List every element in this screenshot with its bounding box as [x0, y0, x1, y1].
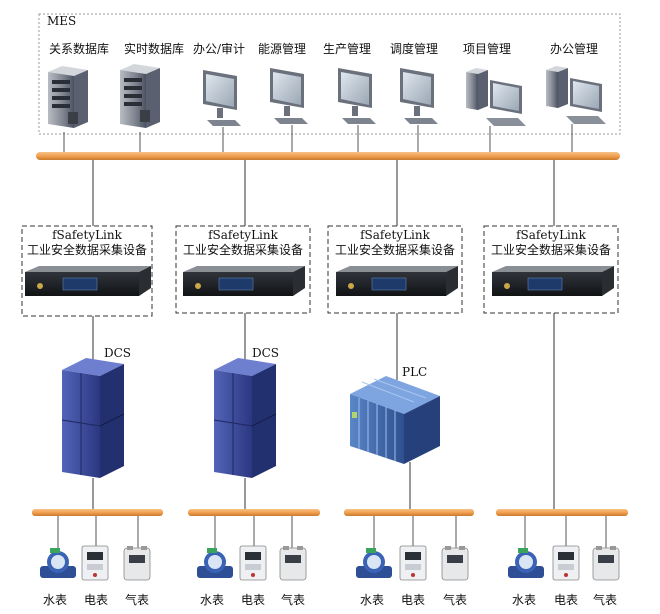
- mes-label: MES: [47, 14, 76, 28]
- field-bus: [496, 509, 628, 516]
- controller-label: PLC: [402, 365, 427, 379]
- meter-label: 水表: [200, 593, 224, 607]
- dcs-cabinet-icon: [213, 358, 277, 478]
- workstation-icon: [466, 68, 526, 126]
- electric-meter-icon: [81, 545, 109, 581]
- top-network-bus: [36, 152, 620, 160]
- mes-system-label: 能源管理: [258, 41, 306, 56]
- collector-device: fSafetyLink 工业安全数据采集设备: [21, 225, 153, 317]
- meter-label: 气表: [281, 592, 305, 607]
- gas-meter-icon: [592, 546, 620, 581]
- gas-meter-icon: [123, 546, 151, 581]
- workstation-icon: [546, 66, 606, 124]
- collector-name: fSafetyLink: [516, 228, 586, 242]
- mes-system-label: 关系数据库: [49, 41, 109, 56]
- trunk-lines: [92, 160, 555, 512]
- water-meter-icon: [40, 548, 76, 578]
- controller-label: DCS: [252, 346, 279, 360]
- collector-desc: 工业安全数据采集设备: [491, 242, 611, 257]
- mes-system-label: 实时数据库: [124, 41, 184, 56]
- mes-region: [38, 13, 621, 135]
- meter-label: 电表: [241, 593, 265, 607]
- collector-desc: 工业安全数据采集设备: [335, 242, 455, 257]
- server-icon: [120, 64, 160, 128]
- server-icon: [48, 66, 88, 128]
- collector-name: fSafetyLink: [52, 228, 122, 242]
- meter-label: 气表: [593, 592, 617, 607]
- meter-label: 电表: [554, 593, 578, 607]
- monitor-icon: [338, 68, 376, 124]
- meter-label: 水表: [360, 593, 384, 607]
- appliance-icon: [25, 266, 151, 296]
- meter-label: 电表: [84, 593, 108, 607]
- mes-system-label: 调度管理: [390, 41, 438, 56]
- mes-bus-links: [63, 124, 573, 153]
- meter-label: 电表: [401, 593, 425, 607]
- collector-name: fSafetyLink: [208, 228, 278, 242]
- electric-meter-icon: [239, 545, 267, 581]
- gas-meter-icon: [279, 546, 307, 581]
- collector-device: fSafetyLink 工业安全数据采集设备: [327, 225, 463, 314]
- water-meter-icon: [356, 548, 392, 578]
- meter-drop-lines: [57, 516, 607, 548]
- field-bus: [32, 509, 163, 516]
- field-bus: [344, 509, 474, 516]
- meter-label: 水表: [43, 593, 67, 607]
- meter-label: 水表: [512, 593, 536, 607]
- appliance-icon: [336, 266, 458, 296]
- mes-system-label: 生产管理: [323, 41, 371, 56]
- mes-system-label: 办公管理: [550, 41, 598, 56]
- water-meter-icon: [508, 548, 544, 578]
- monitor-icon: [400, 68, 438, 124]
- mes-system-label: 项目管理: [463, 41, 511, 56]
- appliance-icon: [183, 266, 305, 296]
- electric-meter-icon: [552, 545, 580, 581]
- dcs-cabinet-icon: [61, 358, 125, 478]
- plc-rack-icon: [350, 376, 440, 464]
- water-meter-icon: [197, 548, 233, 578]
- monitor-icon: [270, 68, 308, 124]
- collector-name: fSafetyLink: [360, 228, 430, 242]
- collector-device: fSafetyLink 工业安全数据采集设备: [175, 225, 311, 314]
- appliance-icon: [492, 266, 614, 296]
- collector-device: fSafetyLink 工业安全数据采集设备: [483, 225, 619, 314]
- collector-desc: 工业安全数据采集设备: [27, 242, 147, 257]
- gas-meter-icon: [441, 546, 469, 581]
- electric-meter-icon: [399, 545, 427, 581]
- controller-label: DCS: [104, 346, 131, 360]
- meter-label: 气表: [125, 592, 149, 607]
- collector-desc: 工业安全数据采集设备: [183, 242, 303, 257]
- mes-system-label: 办公/审计: [193, 41, 245, 56]
- meter-label: 气表: [443, 592, 467, 607]
- monitor-icon: [203, 70, 241, 126]
- field-bus: [188, 509, 320, 516]
